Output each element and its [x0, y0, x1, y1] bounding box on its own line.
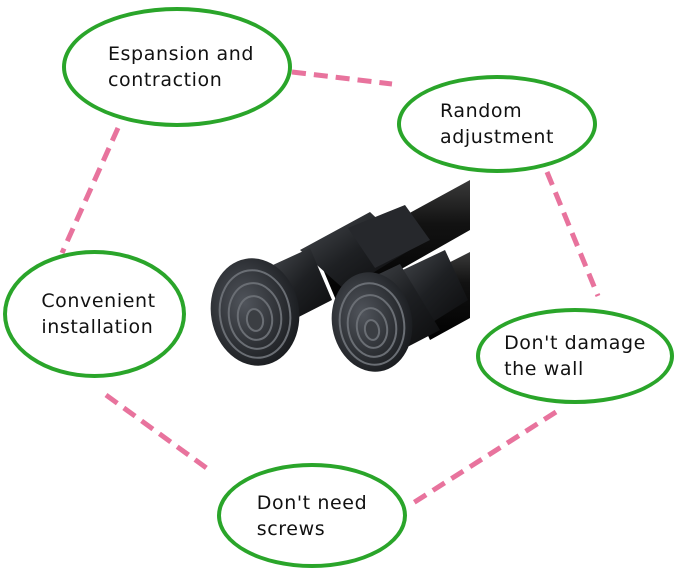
feature-bubble-installation: Convenient installation — [3, 250, 186, 378]
feature-label: Don't damage the wall — [504, 332, 646, 380]
feature-bubble-screws: Don't need screws — [217, 463, 407, 568]
rod-back — [210, 180, 470, 366]
rod-front — [331, 250, 470, 372]
feature-label: Random adjustment — [439, 100, 555, 148]
feature-bubble-wall: Don't damage the wall — [476, 308, 674, 404]
connector-b4-b5 — [408, 409, 558, 508]
feature-label: Don't need screws — [256, 491, 368, 540]
feature-bubble-expansion: Espansion and contraction — [62, 7, 292, 127]
feature-bubble-adjustment: Random adjustment — [397, 75, 597, 173]
connector-b2-b4 — [544, 171, 601, 297]
connector-b1-b3 — [59, 126, 121, 255]
feature-label: Convenient installation — [41, 290, 156, 338]
connector-b1-b2 — [291, 69, 393, 87]
feature-label: Espansion and contraction — [107, 43, 255, 91]
